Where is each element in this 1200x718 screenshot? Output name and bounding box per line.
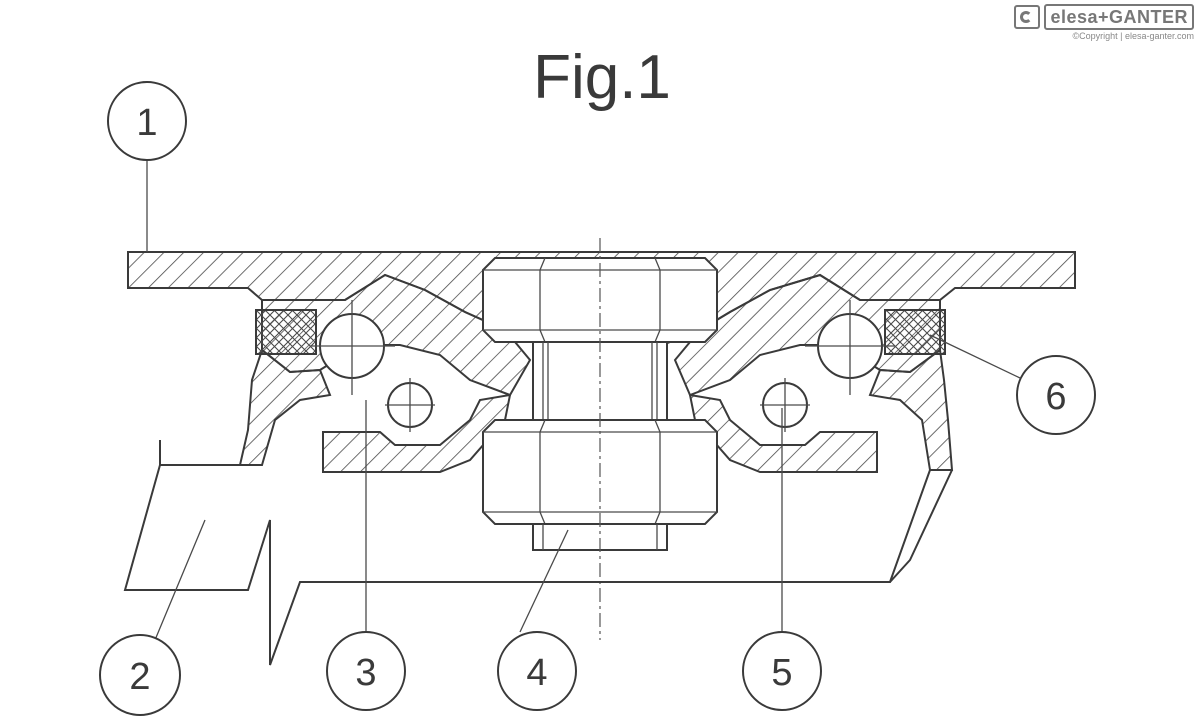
leader-line-4 — [519, 529, 569, 633]
callout-1: 1 — [107, 81, 187, 161]
callout-2-label: 2 — [129, 656, 150, 698]
fork-bracket-right — [868, 348, 954, 471]
fork-leg-left — [123, 440, 931, 666]
brand-name: elesa+GANTER — [1044, 4, 1194, 30]
elesa-ganter-logo-icon — [1014, 5, 1041, 29]
callout-5: 5 — [742, 631, 822, 711]
ball-centerlines — [310, 300, 895, 432]
callout-2: 2 — [99, 634, 181, 716]
lower-race-left — [322, 393, 512, 473]
seal-ring-left — [255, 309, 317, 355]
copyright-text: ©Copyright | elesa-ganter.com — [1072, 31, 1194, 41]
callout-1-label: 1 — [136, 102, 157, 144]
leader-line-6 — [929, 334, 1021, 379]
callout-4-label: 4 — [526, 652, 547, 694]
callout-6: 6 — [1016, 355, 1096, 435]
callout-3: 3 — [326, 631, 406, 711]
bolt-thread-lines — [542, 342, 658, 422]
figure-title: Fig.1 — [533, 43, 671, 112]
seal-ring-right — [884, 309, 946, 355]
fork-leg-right — [889, 469, 953, 583]
fork-bracket-left — [238, 348, 332, 466]
hex-nut-lower-faces — [483, 419, 717, 525]
bolt-end-lines — [542, 524, 658, 550]
callout-5-label: 5 — [771, 652, 792, 694]
leader-line-2 — [154, 519, 206, 641]
callout-6-label: 6 — [1045, 376, 1066, 418]
hex-nut-upper-faces — [483, 257, 717, 343]
callout-3-label: 3 — [355, 652, 376, 694]
brand-logo: elesa+GANTER ©Copyright | elesa-ganter.c… — [1014, 4, 1194, 41]
lower-race-right — [688, 393, 878, 473]
callout-4: 4 — [497, 631, 577, 711]
